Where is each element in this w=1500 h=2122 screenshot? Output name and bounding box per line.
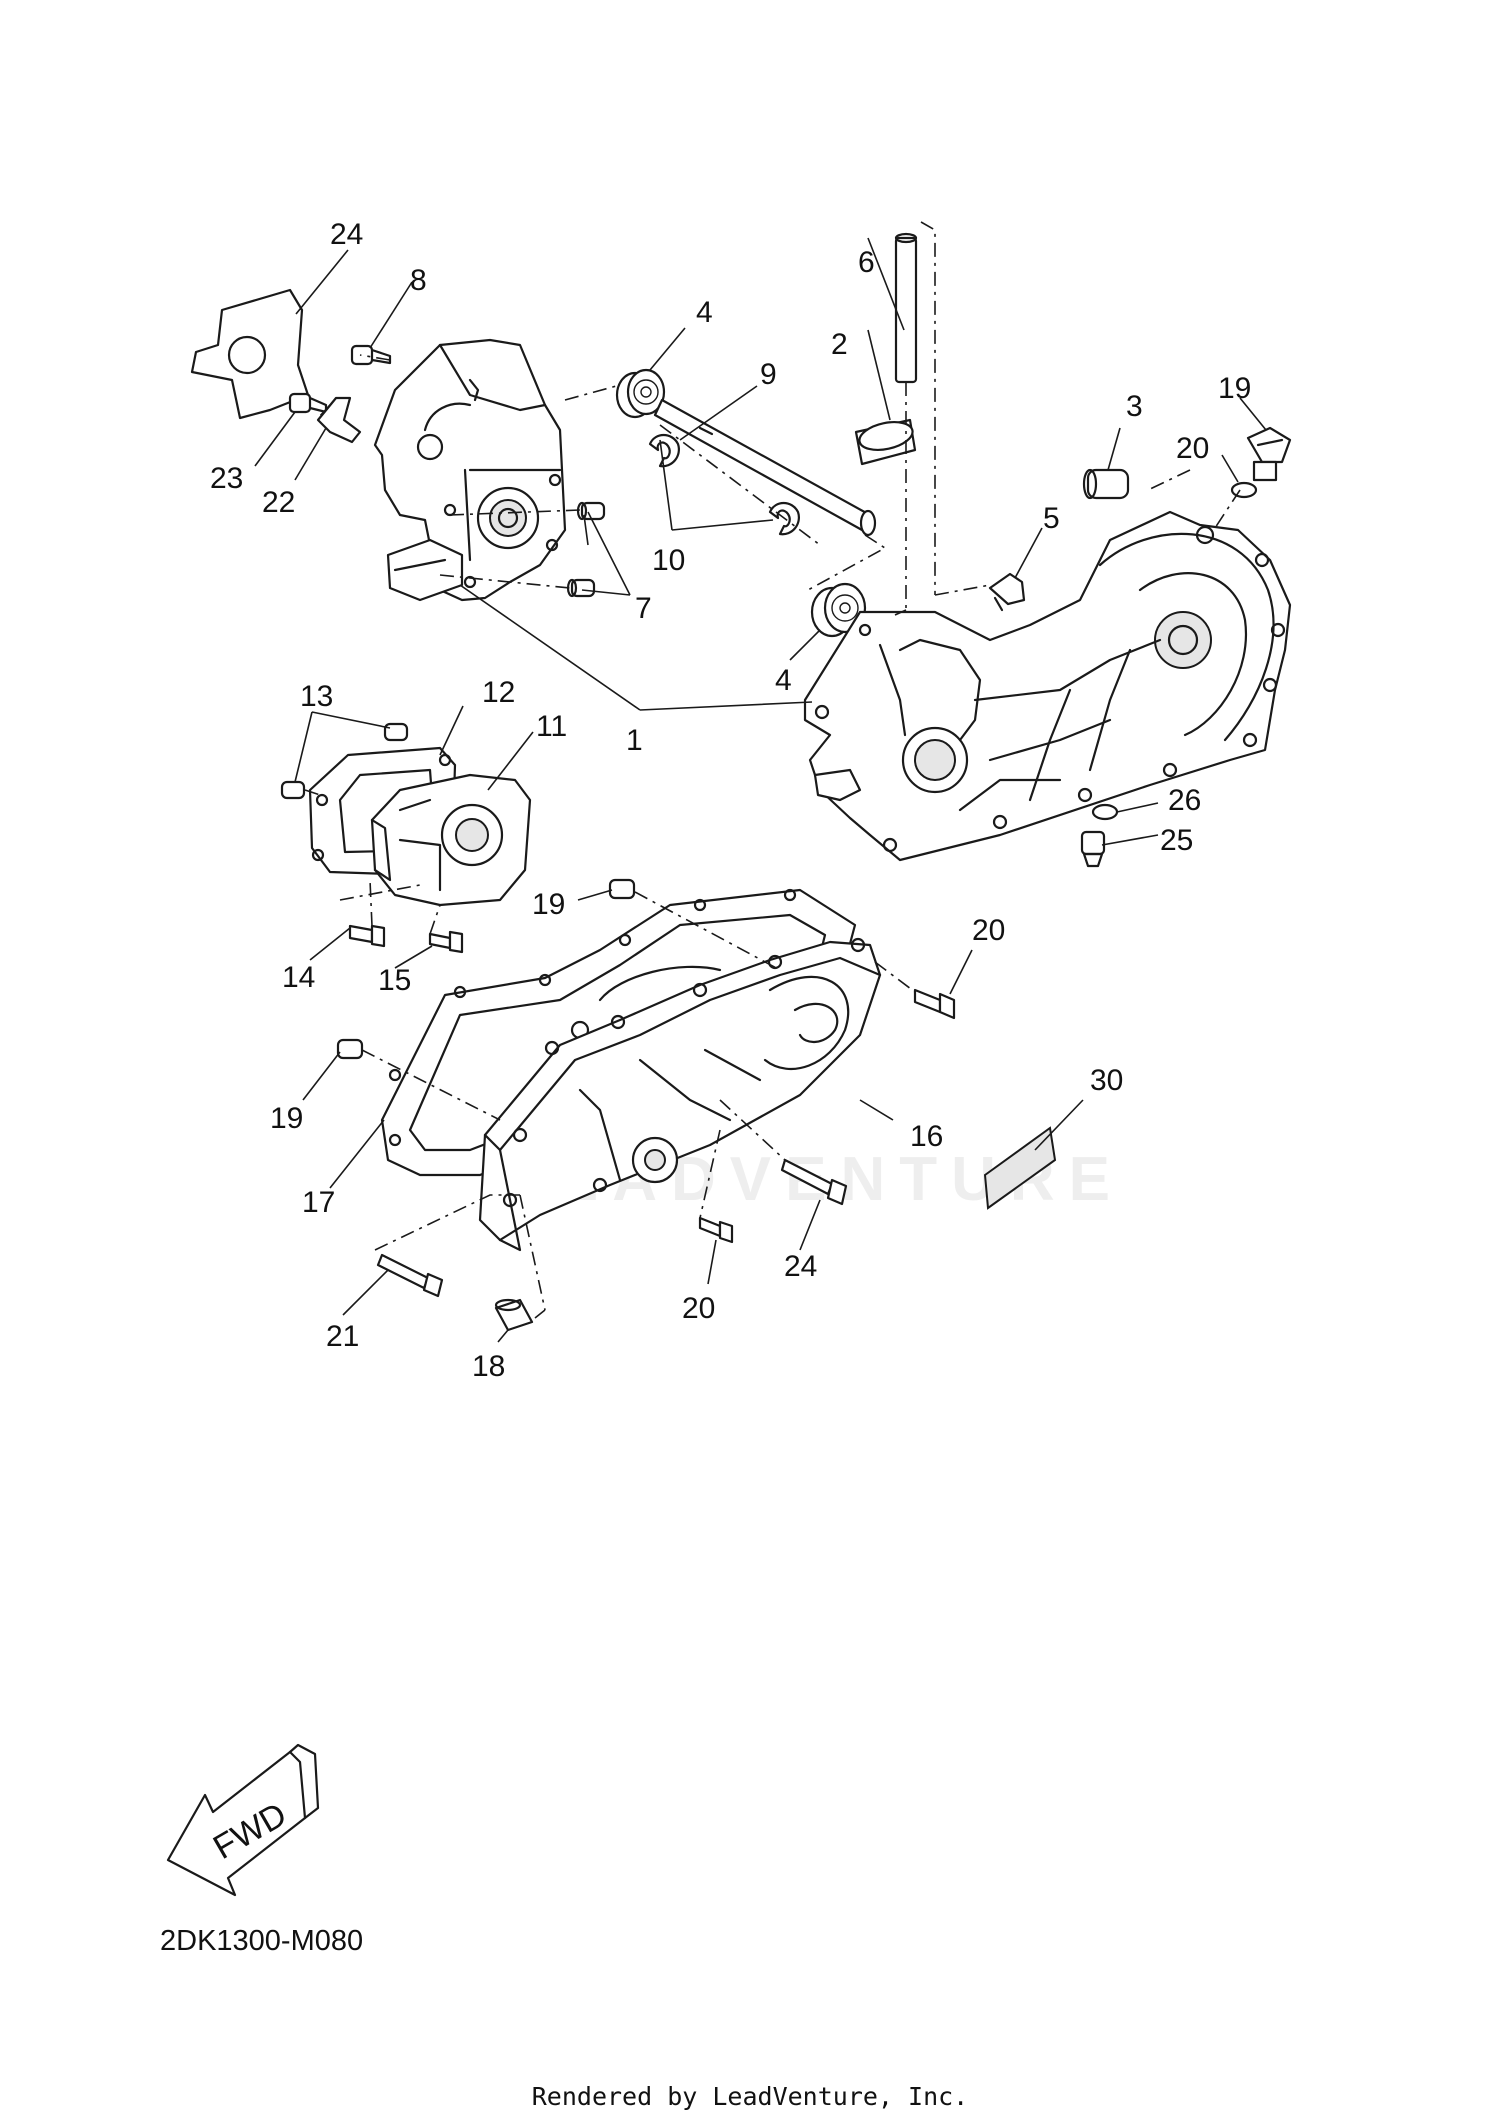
part-5-clamp (988, 572, 1026, 612)
part-7-dowel-b (566, 578, 596, 598)
callout-4-upper: 4 (696, 296, 713, 329)
part-19-dowel-lower (336, 1038, 364, 1060)
part-28-bolt (288, 392, 328, 414)
callout-5: 5 (1043, 502, 1060, 535)
callout-29: 24 (330, 218, 363, 251)
part-22-long-bolt (780, 1158, 848, 1206)
part-24-oring (1230, 481, 1258, 499)
callout-16: 16 (910, 1120, 943, 1153)
footer-credit: Rendered by LeadVenture, Inc. (531, 2082, 969, 2111)
callout-11: 11 (536, 710, 567, 743)
part-8-bolt (350, 344, 392, 366)
part-9-shaft (653, 398, 877, 537)
part-6-tube (894, 232, 918, 384)
alignment-lines (304, 221, 1241, 1319)
part-21-stud-bolt (376, 1253, 444, 1298)
part-23-plug (1246, 426, 1292, 482)
part-14-bolt (348, 924, 386, 948)
right-crankcase (803, 510, 1292, 862)
callout-21: 21 (326, 1320, 359, 1353)
part-7-dowel-a (576, 501, 606, 521)
callout-6: 6 (858, 246, 875, 279)
callout-15: 15 (378, 964, 411, 997)
part-20-bolt-upper (913, 988, 956, 1020)
callout-17: 17 (302, 1186, 335, 1219)
part-25-drain-bolt (1080, 830, 1106, 868)
part-2-bushing (854, 418, 917, 466)
part-4-bearing-upper (615, 368, 666, 419)
callout-18: 18 (472, 1350, 505, 1383)
callout-20-upper: 20 (972, 914, 1005, 947)
part-26-washer (1091, 803, 1119, 821)
fwd-arrow: FWD (166, 1743, 320, 1897)
leader-lines (254, 237, 1267, 1343)
part-10-circlip-b (768, 501, 800, 536)
part-15-bolt (428, 930, 464, 954)
callout-30: 30 (1090, 1064, 1123, 1097)
callout-4-lower: 4 (775, 664, 792, 697)
part-13-dowel-b (280, 780, 306, 800)
callout-20-lower: 20 (682, 1292, 715, 1325)
callout-19-lower: 19 (270, 1102, 303, 1135)
callout-26: 26 (1168, 784, 1201, 817)
callout-23: 19 (1218, 372, 1251, 405)
part-19-dowel-upper (608, 878, 636, 900)
part-10-circlip-a (648, 433, 680, 468)
callout-7: 7 (635, 592, 652, 625)
part-13-dowel-a (383, 722, 409, 742)
diagram-code: 2DK1300-M080 (160, 1925, 364, 1957)
callouts: 24 8 23 22 4 9 2 6 3 19 20 5 10 7 4 1 13… (210, 218, 1251, 1383)
part-3-collar (1082, 468, 1130, 500)
callout-10: 10 (652, 544, 685, 577)
callout-13: 13 (300, 680, 333, 713)
callout-1: 1 (626, 724, 643, 757)
callout-12: 12 (482, 676, 515, 709)
callout-8: 8 (410, 264, 427, 297)
callout-19-upper: 19 (532, 888, 565, 921)
callout-3: 3 (1126, 390, 1143, 423)
callout-27: 22 (262, 486, 295, 519)
callout-22: 24 (784, 1250, 817, 1283)
part-29-plate (190, 288, 310, 420)
callout-2: 2 (831, 328, 848, 361)
callout-28: 23 (210, 462, 243, 495)
left-crankcase (373, 338, 567, 602)
callout-14: 14 (282, 961, 315, 994)
part-27-bracket (316, 396, 362, 444)
part-16-crankcase-cover (478, 937, 882, 1252)
part-11-cover (370, 773, 532, 907)
callout-25: 25 (1160, 824, 1193, 857)
callout-9: 9 (760, 358, 777, 391)
callout-24: 20 (1176, 432, 1209, 465)
part-18-dowel (494, 1298, 534, 1332)
part-20-bolt-lower (698, 1216, 734, 1244)
